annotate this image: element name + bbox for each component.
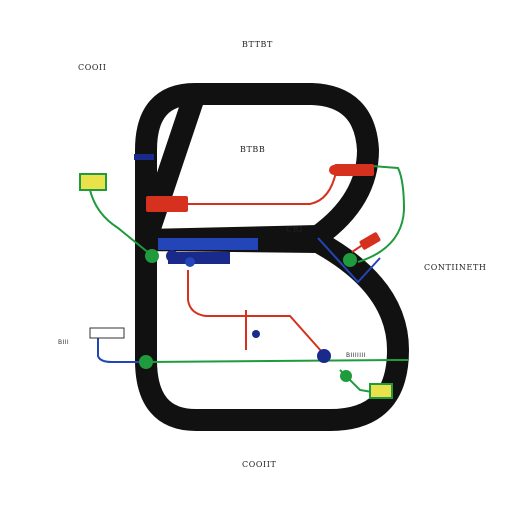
- label-lower-right-small: BIIIIIII: [346, 352, 366, 359]
- b-track: [135, 83, 409, 431]
- component-red-upper[interactable]: [146, 196, 188, 212]
- green-wire-right: [357, 165, 406, 263]
- component-blue-bar-lower[interactable]: [168, 252, 230, 264]
- component-white-left[interactable]: [89, 327, 125, 339]
- component-blue-bar[interactable]: [158, 238, 258, 250]
- red-wire-lower: [187, 270, 323, 353]
- label-top: BTTBT: [242, 40, 273, 49]
- connector-node-icon[interactable]: [343, 253, 357, 267]
- connector-node-icon[interactable]: [329, 165, 339, 175]
- label-top-left: COOII: [78, 63, 107, 72]
- connector-node-icon[interactable]: [340, 370, 352, 382]
- connector-node-icon[interactable]: [166, 250, 178, 262]
- junction-dot-icon: [252, 330, 260, 338]
- connector-nodes: [139, 165, 357, 382]
- red-wire-upper: [186, 171, 337, 205]
- component-red-right[interactable]: [334, 164, 374, 176]
- component-navy-tab[interactable]: [134, 154, 154, 160]
- component-yellow-top-left[interactable]: [79, 173, 107, 191]
- green-wires: [89, 165, 408, 393]
- green-wire-left: [89, 189, 151, 255]
- blue-wires: [97, 237, 381, 363]
- label-left-small: BIII: [58, 339, 69, 346]
- component-yellow-bottom-right[interactable]: [369, 383, 393, 399]
- connector-node-icon[interactable]: [317, 349, 331, 363]
- label-right: CONTIINETH: [424, 263, 487, 272]
- blue-wire-diagonal: [317, 237, 381, 284]
- connector-node-icon[interactable]: [139, 355, 153, 369]
- component-red-junction[interactable]: [359, 232, 381, 251]
- b-track-outline: [135, 83, 409, 431]
- green-wire-bottom: [145, 359, 408, 363]
- label-center-upper: BTBB: [240, 145, 265, 154]
- connector-node-icon[interactable]: [185, 257, 195, 267]
- components: [79, 154, 393, 399]
- blue-wire-left: [97, 336, 140, 363]
- label-bottom: COOIIT: [242, 460, 277, 469]
- label-junction: CRI: [286, 225, 303, 234]
- connector-node-icon[interactable]: [145, 249, 159, 263]
